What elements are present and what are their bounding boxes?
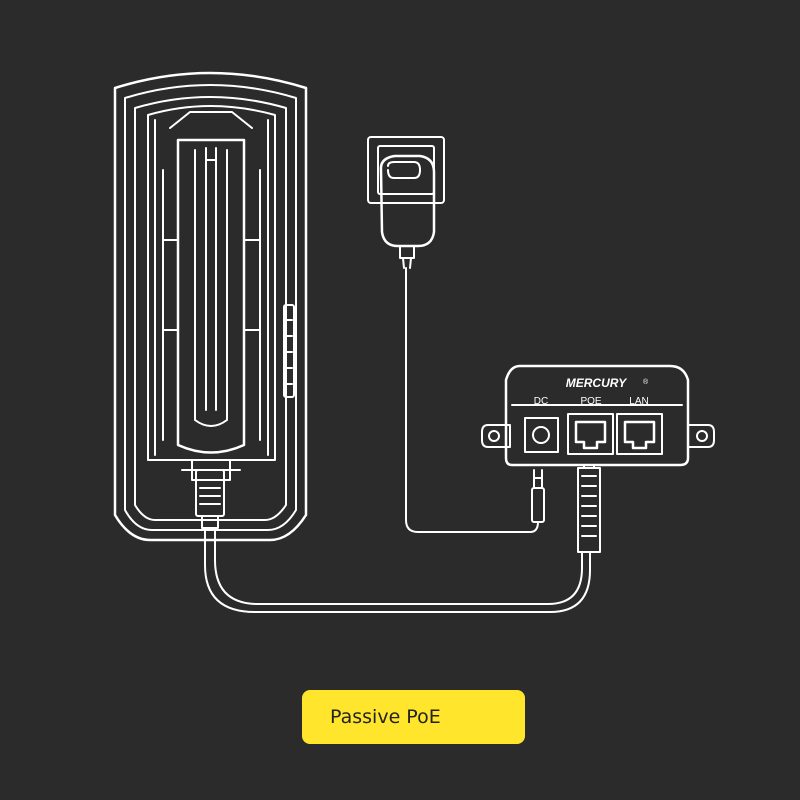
caption-badge: Passive PoE	[302, 690, 525, 744]
registered-mark: ®	[643, 378, 649, 386]
outdoor-access-point-icon	[113, 71, 308, 542]
brand-logo: MERCURY	[566, 376, 627, 390]
dc-port	[524, 417, 559, 453]
dc-plug-icon	[531, 469, 545, 523]
rj45-connector-icon	[195, 469, 225, 529]
port-label-lan: LAN	[629, 396, 648, 407]
port-label-dc: DC	[534, 396, 548, 407]
wall-socket-icon	[367, 136, 445, 204]
lan-port	[616, 413, 663, 455]
poe-port	[567, 413, 614, 455]
power-adapter-icon	[379, 154, 436, 269]
ethernet-cable-icon	[204, 527, 591, 613]
poe-injector-icon	[481, 364, 715, 467]
caption-text: Passive PoE	[330, 706, 441, 728]
power-cable	[405, 267, 539, 533]
rj45-connector-icon	[577, 459, 601, 553]
port-label-poe: POE	[580, 396, 601, 407]
